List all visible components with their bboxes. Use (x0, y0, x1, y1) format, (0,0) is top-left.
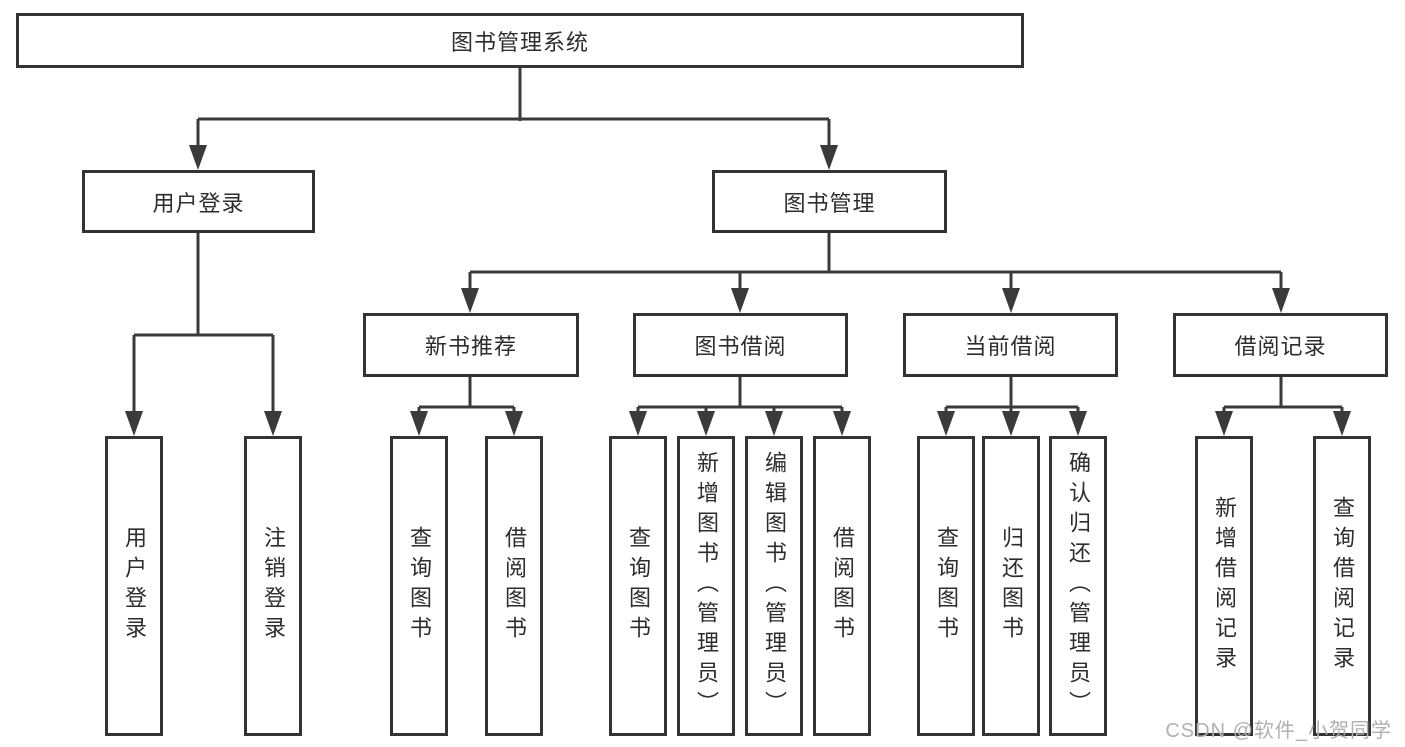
csdn-watermark: CSDN @软件_小贺同学 (1165, 720, 1392, 742)
node-borrowing-records: 借阅记录 (1173, 313, 1388, 377)
node-label: 图书借阅 (694, 334, 787, 359)
node-user-login: 用户登录 (82, 170, 315, 233)
leaf-add-borrow-record: 新增借阅记录 (1195, 436, 1253, 736)
node-label: 查询图书 (934, 526, 959, 646)
node-label: 当前借阅 (964, 334, 1057, 359)
arrowheads-down-icon (125, 145, 1351, 436)
node-label: 借阅图书 (502, 526, 527, 646)
leaf-add-books-admin: 新增图书（管理员） (677, 436, 735, 736)
node-label: 编辑图书（管理员） (762, 451, 787, 721)
leaf-query-books-recommend: 查询图书 (390, 436, 448, 736)
node-label: 查询图书 (626, 526, 651, 646)
node-label: 用户登录 (152, 190, 245, 216)
node-label: 确认归还（管理员） (1066, 451, 1091, 721)
leaf-borrow-books-borrowing: 借阅图书 (813, 436, 871, 736)
leaf-query-borrow-record: 查询借阅记录 (1313, 436, 1371, 736)
node-label: 图书管理系统 (450, 29, 589, 55)
node-book-management-system: 图书管理系统 (16, 13, 1024, 68)
leaf-query-books-current: 查询图书 (917, 436, 975, 736)
node-book-borrowing: 图书借阅 (633, 313, 848, 377)
leaf-return-books: 归还图书 (982, 436, 1040, 736)
node-label: 归还图书 (999, 526, 1024, 646)
node-label: 新增图书（管理员） (694, 451, 719, 721)
node-label: 用户登录 (122, 526, 147, 646)
leaf-user-login: 用户登录 (105, 436, 163, 736)
node-label: 新书推荐 (424, 334, 517, 359)
leaf-confirm-return-admin: 确认归还（管理员） (1049, 436, 1107, 736)
node-label: 新增借阅记录 (1212, 496, 1237, 676)
node-label: 注销登录 (261, 526, 286, 646)
leaf-query-books-borrowing: 查询图书 (609, 436, 667, 736)
node-label: 查询借阅记录 (1330, 496, 1355, 676)
node-label: 借阅记录 (1234, 334, 1327, 359)
node-label: 图书管理 (783, 190, 876, 216)
node-book-management: 图书管理 (712, 170, 947, 233)
leaf-borrow-books-recommend: 借阅图书 (485, 436, 543, 736)
node-label: 借阅图书 (830, 526, 855, 646)
leaf-edit-books-admin: 编辑图书（管理员） (745, 436, 803, 736)
node-label: 查询图书 (407, 526, 432, 646)
leaf-logout: 注销登录 (244, 436, 302, 736)
node-current-borrowing: 当前借阅 (903, 313, 1118, 377)
node-new-book-recommendation: 新书推荐 (363, 313, 579, 377)
